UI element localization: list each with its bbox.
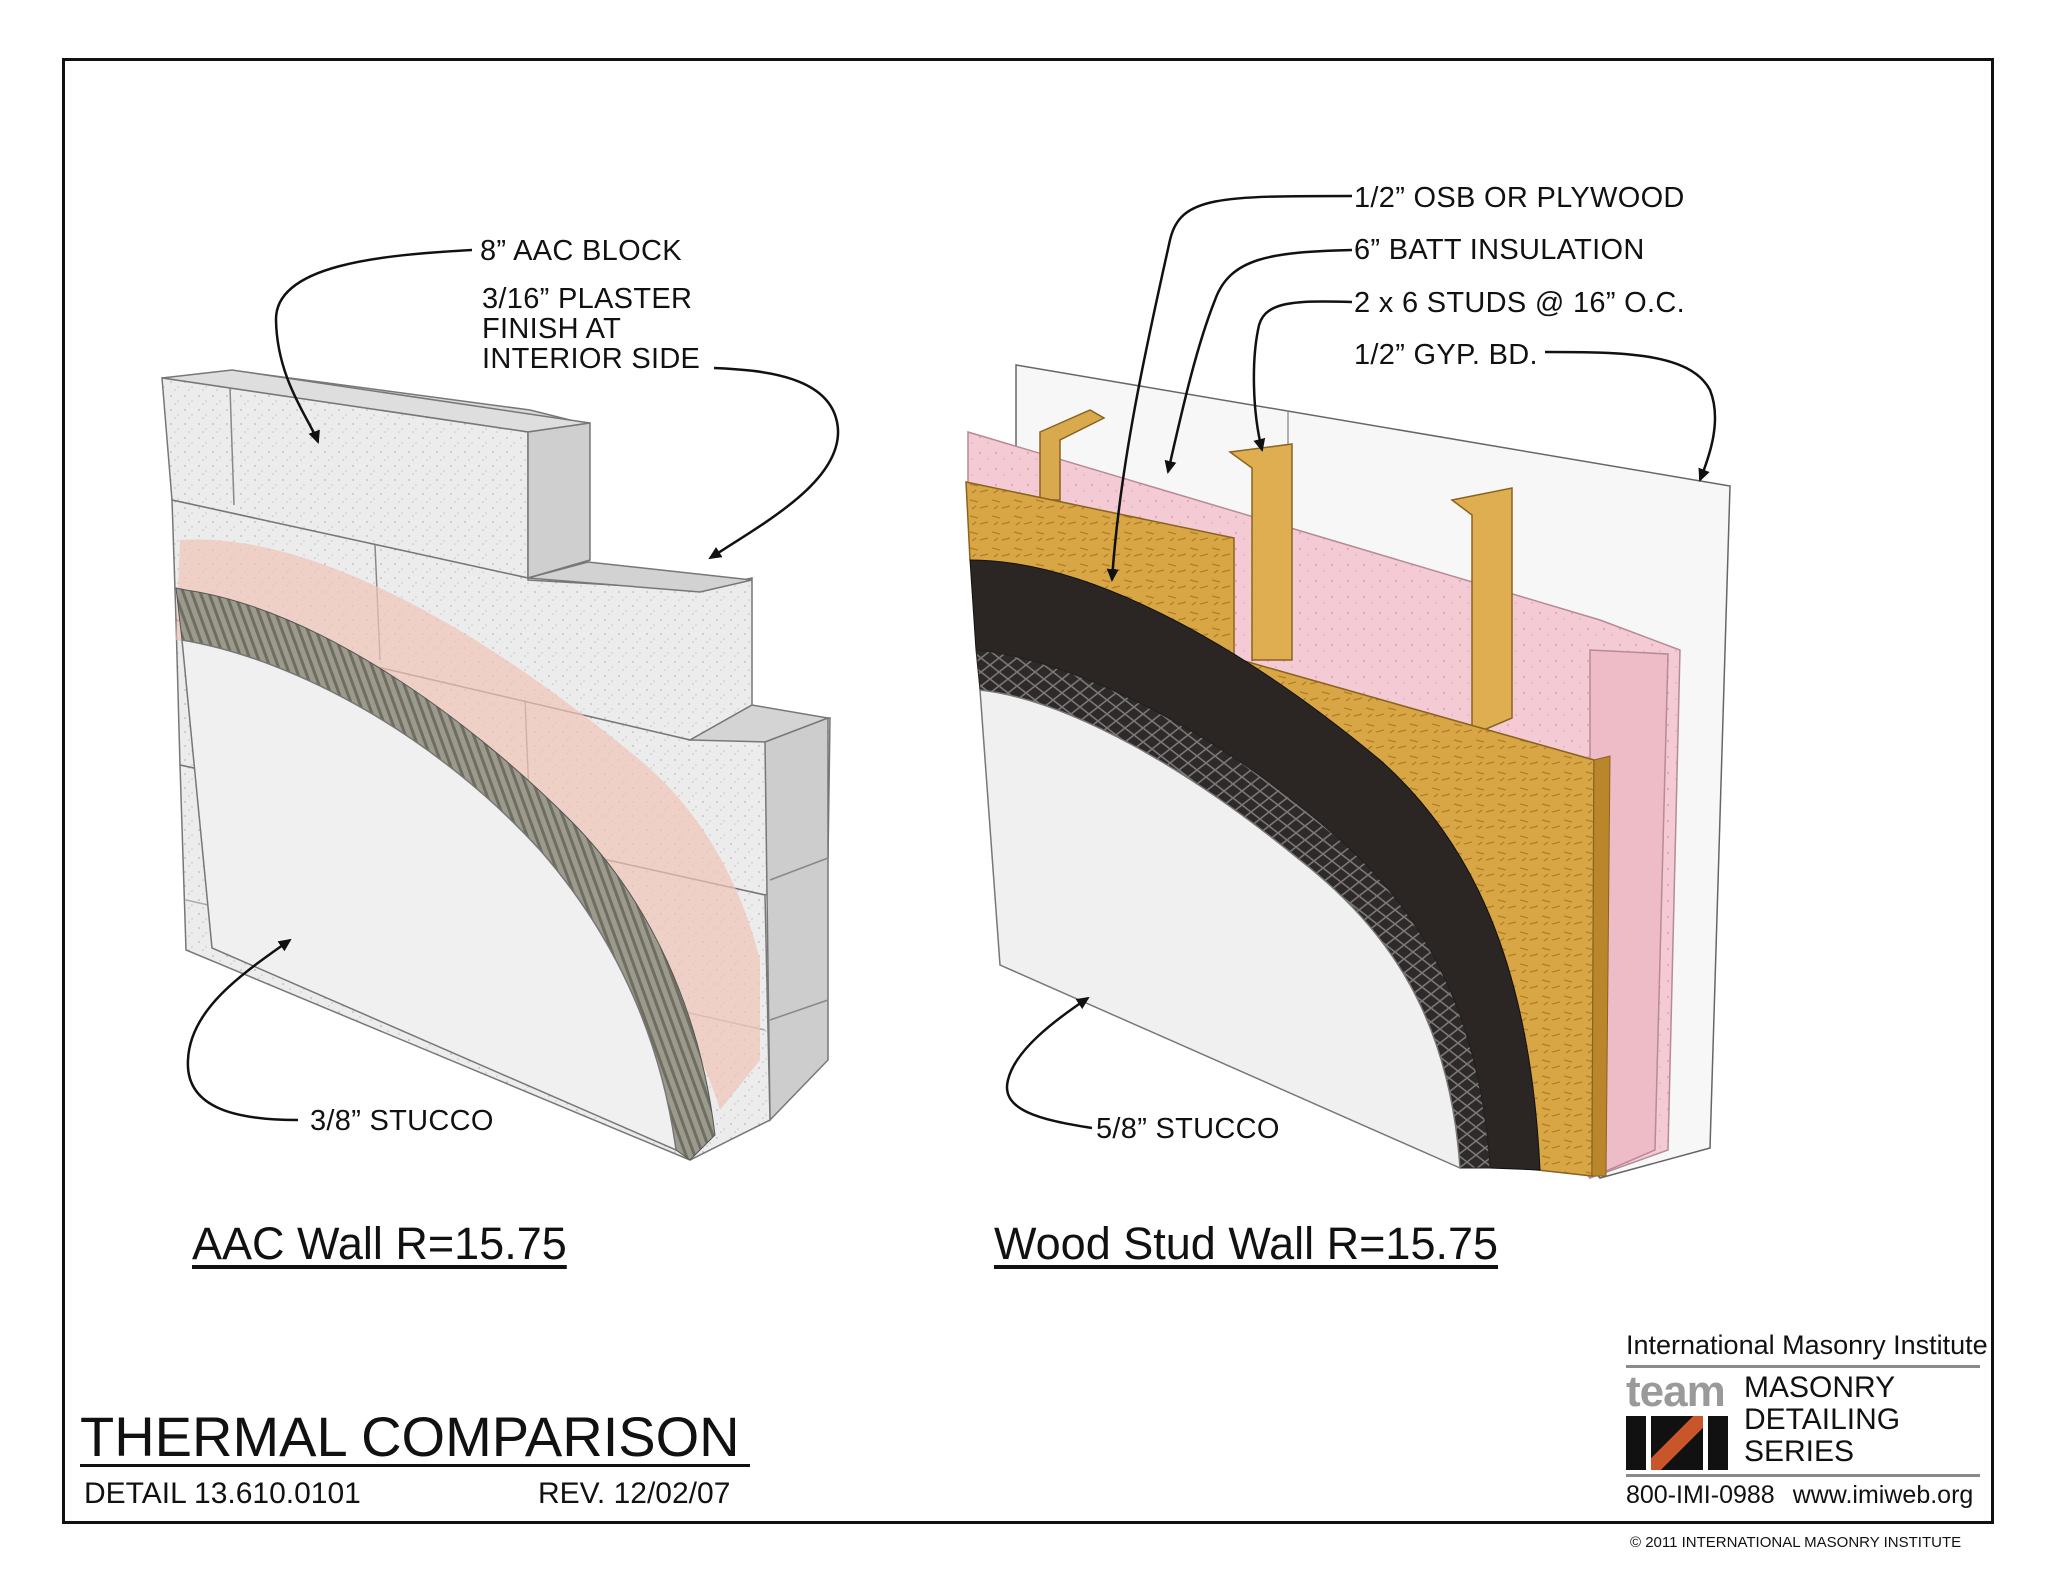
logo-phone: 800-IMI-0988 [1626,1481,1775,1509]
stud-stucco-face [979,689,1461,1170]
aac-wall-model [161,369,831,1161]
logo-series-text: MASONRY DETAILING SERIES [1744,1372,1900,1468]
label-batt: 6” BATT INSULATION [1354,234,1645,266]
imi-logo: International Masonry Institute team MAS… [1626,1330,1988,1510]
team-imi-mark: team [1626,1367,1728,1470]
title-rule [80,1464,750,1467]
imi-mark-icon [1626,1416,1728,1470]
stud-leaders [1005,194,1717,1130]
logo-series-line-3: SERIES [1744,1435,1855,1468]
logo-team-word: team [1626,1367,1726,1416]
drawing-frame [62,58,1994,1524]
leader-studs [1252,300,1353,452]
logo-series-line-2: DETAILING [1744,1403,1901,1436]
leader-aac-block [274,248,473,444]
aac-stucco-face [181,639,677,1152]
label-osb: 1/2” OSB OR PLYWOOD [1354,182,1685,214]
logo-org-name: International Masonry Institute [1626,1330,1988,1360]
logo-contact: 800-IMI-0988 www.imiweb.org [1626,1481,1980,1510]
logo-mark-row: team MASONRY DETAILING SERIES [1626,1367,1980,1470]
leader-batt [1164,248,1353,474]
stud-3 [1450,487,1513,737]
drawing-title: THERMAL COMPARISON [80,1405,740,1468]
label-gyp: 1/2” GYP. BD. [1354,339,1538,371]
aac-leaders [186,248,840,1122]
logo-rule-top [1626,1365,1980,1368]
label-stud-stucco: 5/8” STUCCO [1096,1113,1280,1145]
copyright-notice: © 2011 INTERNATIONAL MASONRY INSTITUTE [1630,1534,1962,1551]
label-plaster-finish: 3/16” PLASTER FINISH AT INTERIOR SIDE [482,284,700,374]
label-plaster-line-3: INTERIOR SIDE [482,343,701,375]
stud-wall-model [965,364,1731,1180]
label-aac-block: 8” AAC BLOCK [480,235,682,267]
detail-number: DETAIL 13.610.0101 [84,1477,361,1510]
logo-website: www.imiweb.org [1792,1481,1974,1509]
label-aac-stucco: 3/8” STUCCO [310,1105,494,1137]
caption-stud-wall: Wood Stud Wall R=15.75 [994,1218,1499,1269]
leader-stud-stucco [1005,996,1093,1130]
logo-series-line-1: MASONRY [1744,1371,1896,1404]
leader-osb [1106,194,1353,582]
leader-aac-stucco [186,938,299,1122]
logo-rule-bottom [1626,1474,1980,1477]
revision-date: REV. 12/02/07 [538,1477,731,1510]
leader-plaster [708,366,840,560]
label-studs: 2 x 6 STUDS @ 16” O.C. [1354,287,1685,319]
caption-aac-wall: AAC Wall R=15.75 [192,1218,567,1269]
stud-2 [1228,443,1293,661]
leader-gyp [1544,350,1717,482]
label-plaster-line-1: 3/16” PLASTER [482,283,693,315]
label-plaster-line-2: FINISH AT [482,313,622,345]
